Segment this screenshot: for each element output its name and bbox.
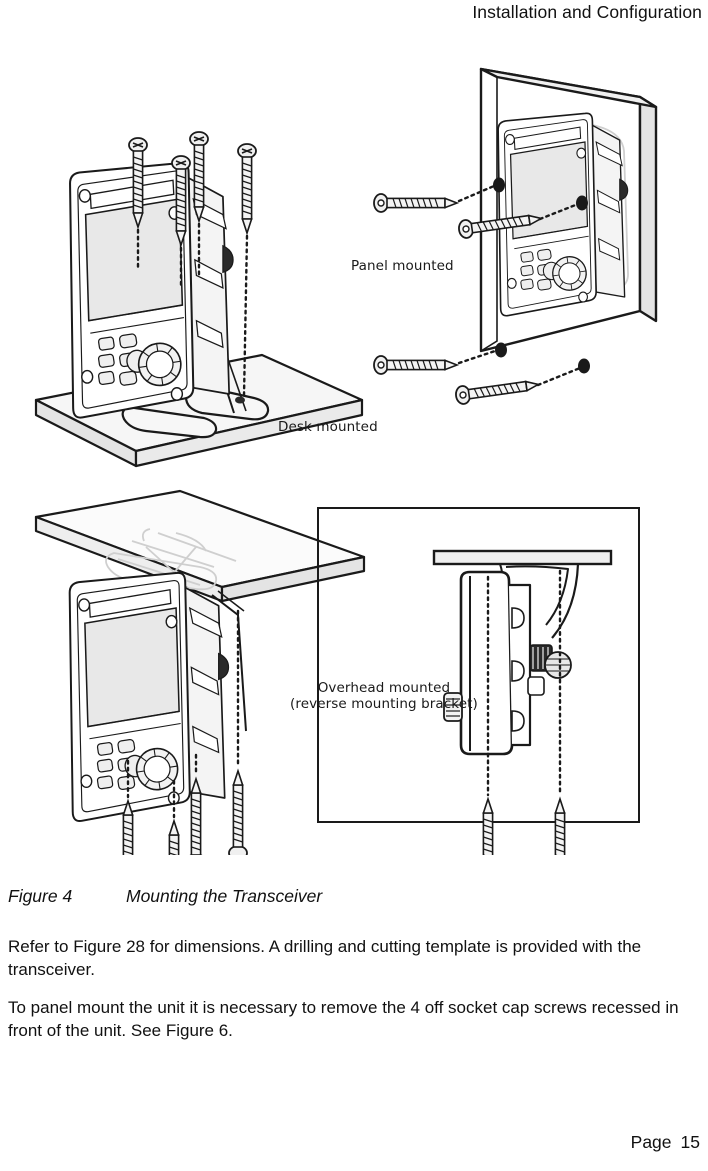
mounting-screw bbox=[171, 155, 191, 287]
page-header-title: Installation and Configuration bbox=[472, 2, 702, 22]
fixing-hole-group bbox=[493, 177, 590, 374]
callout-panel-mounted: Panel mounted bbox=[351, 258, 454, 274]
mounting-screw bbox=[186, 753, 206, 855]
mounting-screw bbox=[237, 143, 257, 398]
bracket-pivot-knob bbox=[527, 644, 572, 696]
callout-overhead-line2: (reverse mounting bracket) bbox=[290, 696, 478, 712]
mounting-screw-group bbox=[118, 609, 248, 855]
body-paragraph-1: Refer to Figure 28 for dimensions. A dri… bbox=[8, 937, 642, 979]
transceiver-unit bbox=[68, 571, 230, 822]
inset-detail-box bbox=[317, 507, 640, 855]
mounting-screw bbox=[478, 575, 498, 855]
transceiver-unit bbox=[69, 161, 235, 419]
figure-mounting-the-transceiver: Panel mounted Desk mounted Overhead moun… bbox=[0, 55, 708, 855]
rotary-knob bbox=[443, 692, 463, 722]
mounting-screw bbox=[456, 202, 580, 240]
figure-caption-text: Mounting the Transceiver bbox=[126, 886, 323, 906]
mounting-screw bbox=[373, 184, 496, 213]
callout-overhead-line1: Overhead mounted bbox=[317, 680, 451, 696]
mounting-screw bbox=[373, 349, 497, 375]
transceiver-unit bbox=[497, 112, 629, 317]
mounting-screw bbox=[550, 569, 570, 855]
figure-caption: Figure 4 Mounting the Transceiver bbox=[8, 886, 322, 907]
mounting-illustration bbox=[34, 67, 658, 855]
page-footer-label: Page bbox=[630, 1132, 672, 1152]
mounting-screw bbox=[453, 366, 582, 406]
desk-mounted-illustration bbox=[34, 131, 364, 468]
callout-overhead-mounted: Overhead mounted (reverse mounting brack… bbox=[290, 680, 478, 712]
page-footer: Page 15 bbox=[631, 1132, 700, 1153]
ghost-bracket bbox=[105, 528, 237, 591]
figure-caption-number: Figure 4 bbox=[8, 886, 73, 906]
mounting-screw bbox=[164, 779, 184, 855]
mounting-screw bbox=[128, 137, 148, 269]
body-paragraph-2: To panel mount the unit it is necessary … bbox=[8, 998, 679, 1040]
mounting-screw-group bbox=[373, 184, 582, 406]
mounting-screw-group bbox=[478, 569, 570, 855]
callout-desk-mounted: Desk mounted bbox=[278, 419, 378, 435]
mounting-screw bbox=[228, 609, 248, 855]
overhead-mounted-illustration bbox=[34, 489, 366, 855]
mounting-screw-group bbox=[128, 131, 257, 398]
page-footer-number: 15 bbox=[680, 1132, 700, 1152]
mounting-screw bbox=[189, 131, 209, 279]
mounting-screw bbox=[118, 759, 138, 855]
panel-mounted-illustration bbox=[373, 67, 658, 406]
